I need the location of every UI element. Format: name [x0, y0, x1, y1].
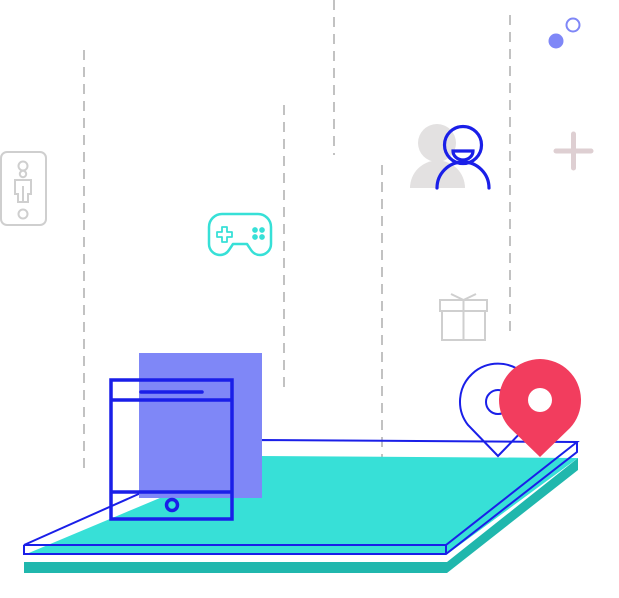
dot-outline: [565, 17, 581, 33]
avatar-shadow-body: [410, 160, 465, 188]
tablet-device-icon: [109, 353, 262, 521]
user-avatar-icon: [410, 124, 491, 190]
dashed-guides: [83, 0, 511, 510]
location-pin-filled-icon: [498, 359, 581, 457]
gamepad-icon: [207, 212, 273, 257]
plus-icon: [553, 131, 594, 171]
gift-box-icon: [439, 293, 488, 341]
dot-filled: [548, 33, 564, 49]
tablet-screen-backdrop: [139, 353, 262, 498]
person-switch-icon: [0, 151, 47, 226]
platform-top: [24, 456, 578, 555]
decorative-dots: [548, 17, 581, 49]
isometric-platform: [23, 438, 580, 573]
